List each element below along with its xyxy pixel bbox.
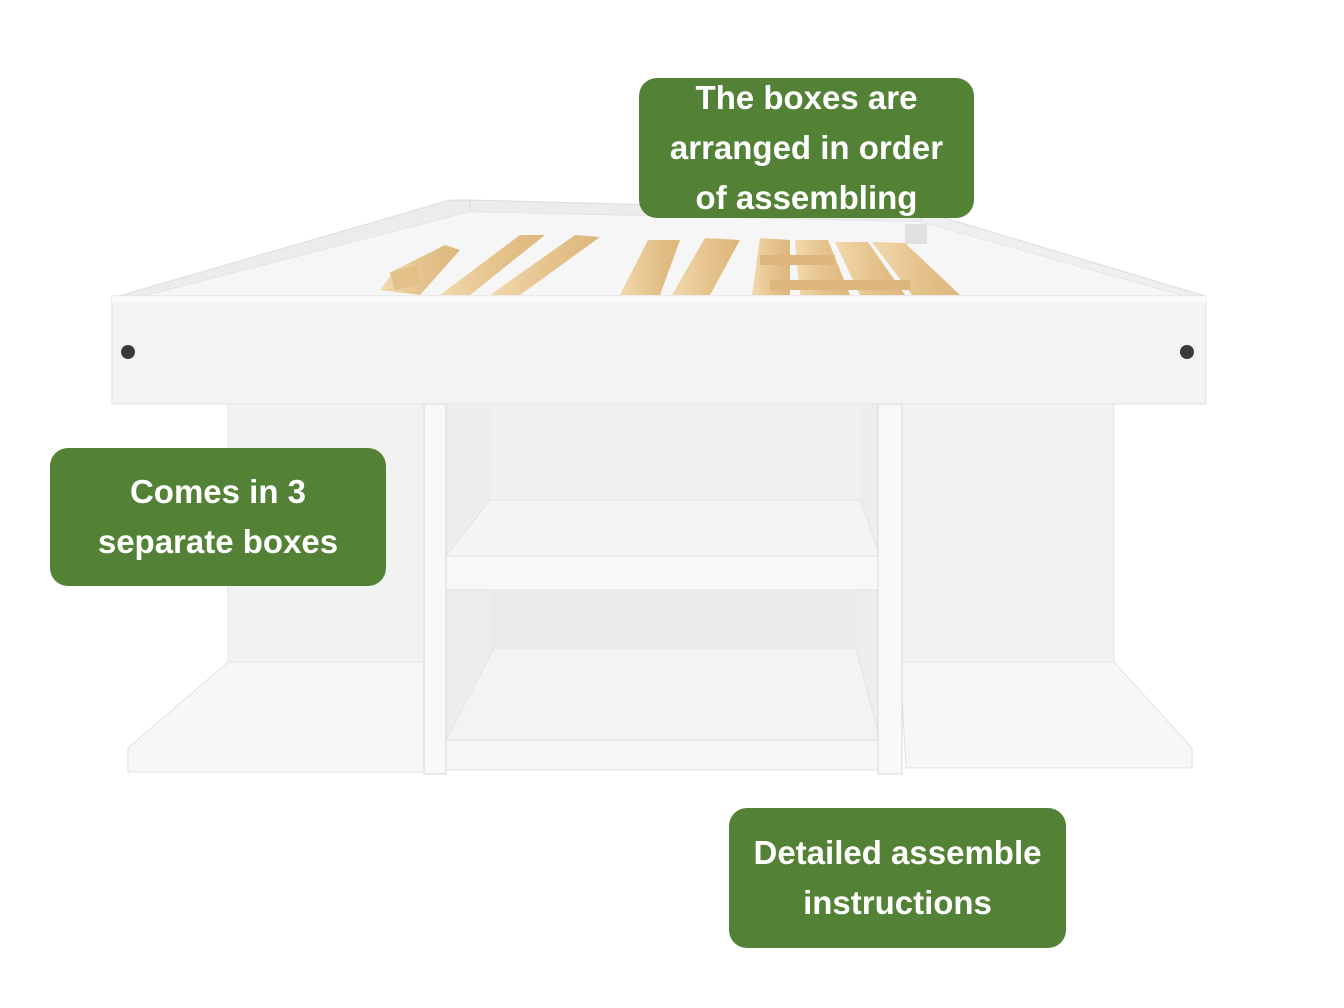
callout-line: separate boxes [97, 523, 339, 560]
callout-separate-boxes: Comes in 3 separate boxes [50, 448, 386, 586]
callout-line: Detailed assemble [753, 834, 1042, 871]
callout-line: Comes in 3 [129, 473, 307, 510]
callout-line: arranged in order [669, 129, 944, 166]
bolt-left [121, 345, 135, 359]
callout-instructions: Detailed assemble instructions [729, 808, 1066, 948]
bed-slats [380, 235, 960, 295]
callout-line: instructions [803, 884, 992, 921]
callout-line: The boxes are [695, 79, 918, 116]
callout-assembly-order: The boxes are arranged in order of assem… [639, 78, 974, 218]
bed-front-rail [111, 295, 1207, 405]
bolt-right [1180, 345, 1194, 359]
callout-line: of assembling [695, 179, 918, 216]
